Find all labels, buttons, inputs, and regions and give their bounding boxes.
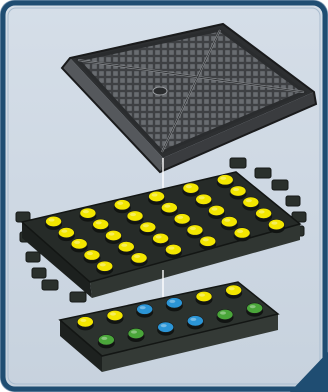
yellow-stud (174, 214, 191, 228)
yellow-stud (196, 291, 213, 305)
yellow-stud (208, 205, 225, 219)
yellow-stud (217, 175, 234, 189)
yellow-stud (268, 219, 285, 233)
yellow-stud (58, 227, 75, 241)
yellow-stud (131, 253, 148, 267)
green-stud (246, 303, 263, 317)
yellow-stud (225, 285, 242, 299)
yellow-stud (139, 222, 156, 236)
green-stud (217, 309, 234, 323)
blue-stud (136, 304, 153, 318)
blue-stud (166, 298, 183, 312)
yellow-stud (114, 200, 131, 214)
yellow-stud (195, 194, 212, 208)
yellow-stud (71, 239, 88, 253)
green-stud (128, 328, 145, 342)
yellow-stud (182, 183, 199, 197)
yellow-stud (165, 244, 182, 258)
yellow-stud (148, 191, 165, 205)
yellow-stud (221, 217, 238, 231)
yellow-stud (83, 250, 100, 264)
yellow-stud (92, 219, 109, 233)
yellow-stud (234, 228, 251, 242)
yellow-stud (77, 317, 94, 331)
yellow-stud (152, 233, 169, 247)
yellow-stud (161, 202, 178, 216)
yellow-stud (186, 225, 203, 239)
yellow-stud (127, 211, 144, 225)
yellow-stud (255, 208, 272, 222)
blue-stud (187, 316, 204, 330)
yellow-stud (242, 197, 259, 211)
yellow-stud (79, 208, 96, 222)
yellow-stud (45, 216, 62, 230)
yellow-stud (230, 186, 247, 200)
blue-stud (157, 322, 174, 336)
yellow-stud (107, 310, 124, 324)
yellow-stud (96, 261, 113, 275)
green-stud (98, 335, 115, 349)
yellow-stud (199, 236, 216, 250)
yellow-stud (118, 242, 135, 256)
yellow-stud (105, 230, 122, 244)
